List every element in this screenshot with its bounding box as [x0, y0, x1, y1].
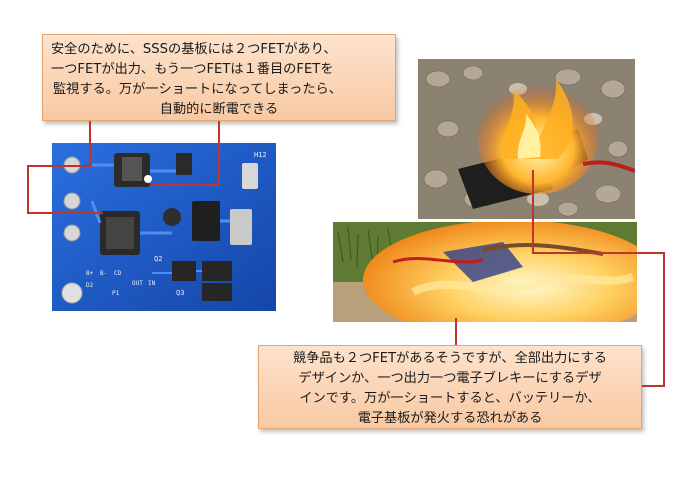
callout-bottom-line-2: デザインか、一つ出力一つ電子ブレキーにするデザ	[298, 371, 602, 386]
callout-bottom-line-1: 競争品も２つFETがあるそうですが、全部出力にする	[293, 351, 607, 366]
silk-label: IN	[148, 280, 156, 287]
callout-top: 安全のために、SSSの基板には２つFETがあり、 一つFETが出力、もう一つFE…	[42, 34, 396, 121]
silk-label: OUT	[132, 280, 143, 287]
callout-bottom: 競争品も２つFETがあるそうですが、全部出力にする デザインか、一つ出力一つ電子…	[258, 345, 642, 429]
explosion-on-grass-photo	[333, 222, 637, 322]
circuit-board-photo: H12 Q2 B+ B- CD OUT IN D2 P1 Q3	[52, 143, 276, 311]
silk-label: D2	[86, 282, 94, 289]
silk-label: CD	[114, 270, 122, 277]
silk-label: H12	[254, 151, 267, 159]
callout-bottom-line-3: インです。万が一ショートすると、バッテリーか、	[299, 391, 601, 406]
callout-bottom-line-4: 電子基板が発火する恐れがある	[357, 411, 543, 426]
silk-label: P1	[112, 290, 120, 297]
silk-label: Q2	[154, 255, 162, 263]
silk-label: B-	[100, 270, 107, 277]
callout-top-line-3: 監視する。万が一ショートになってしまったら、	[53, 82, 342, 97]
silk-label: Q3	[176, 289, 184, 297]
callout-top-line-2: 一つFETが出力、もう一つFETは１番目のFETを	[51, 62, 334, 77]
callout-top-line-4: 自動的に断電できる	[159, 102, 279, 117]
callout-top-line-1: 安全のために、SSSの基板には２つFETがあり、	[51, 42, 337, 57]
silk-label: B+	[86, 270, 94, 277]
fire-on-gravel-photo	[418, 59, 635, 219]
